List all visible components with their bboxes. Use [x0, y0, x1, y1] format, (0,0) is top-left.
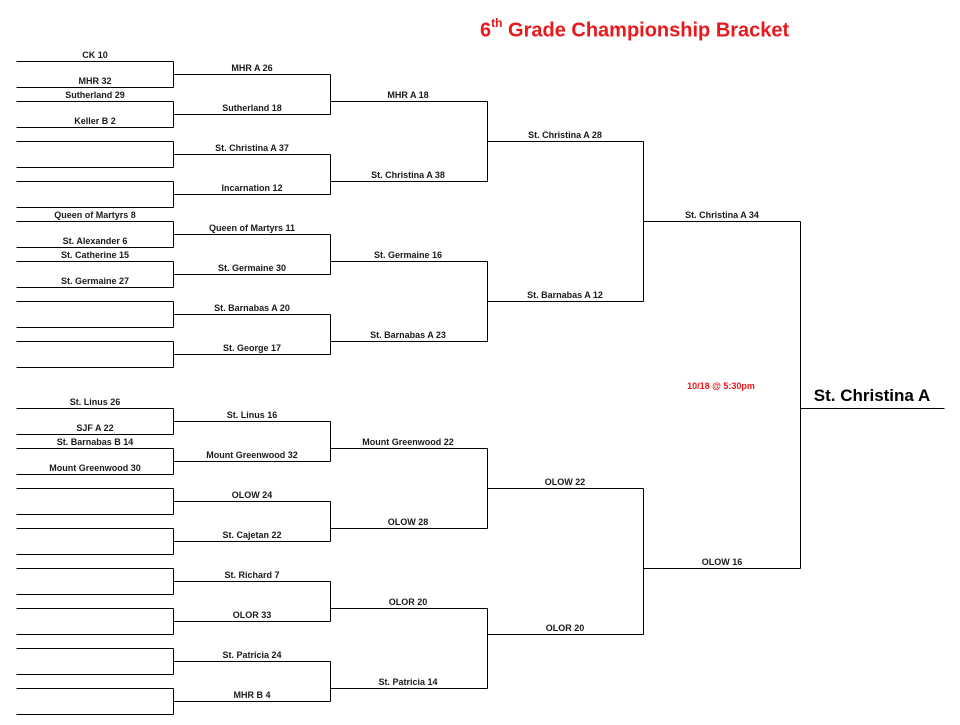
round3-team-label: St. Patricia 14	[378, 677, 438, 687]
round5-team-label: St. Christina A 34	[685, 210, 759, 220]
round2-team-label: St. Linus 16	[226, 410, 278, 420]
round1-team-label: St. Alexander 6	[62, 236, 128, 246]
round2-team-label: St. Richard 7	[224, 570, 280, 580]
round3-team-label: St. Germaine 16	[373, 250, 443, 260]
championship-date: 10/18 @ 5:30pm	[687, 381, 755, 391]
round1-team-label: Sutherland 29	[65, 90, 125, 100]
round2-team-label: Mount Greenwood 32	[206, 450, 298, 460]
round2-team-label: OLOR 33	[232, 610, 272, 620]
round3-team-label: Mount Greenwood 22	[362, 437, 454, 447]
round1-team-label: MHR 32	[78, 76, 112, 86]
round1-team-label: St. Linus 26	[69, 397, 121, 407]
round3-team-label: OLOR 20	[388, 597, 428, 607]
round2-team-label: St. Patricia 24	[222, 650, 282, 660]
round2-team-label: St. Germaine 30	[217, 263, 287, 273]
round1-team-label: St. Barnabas B 14	[56, 437, 134, 447]
bracket-title: 6th Grade Championship Bracket	[480, 16, 790, 42]
round4-team-label: OLOR 20	[545, 623, 585, 633]
round2-team-label: St. Christina A 37	[215, 143, 289, 153]
round3-team-label: St. Christina A 38	[371, 170, 445, 180]
round2-team-label: MHR A 26	[231, 63, 273, 73]
round2-team-label: Sutherland 18	[222, 103, 282, 113]
round1-team-label: CK 10	[82, 50, 108, 60]
round1-team-label: Queen of Martyrs 8	[54, 210, 136, 220]
round3-team-label: St. Barnabas A 23	[370, 330, 446, 340]
round1-team-label: Keller B 2	[74, 116, 116, 126]
round2-team-label: St. George 17	[222, 343, 282, 353]
round1-team-label: SJF A 22	[76, 423, 114, 433]
round3-team-label: OLOW 28	[387, 517, 429, 527]
round1-team-label: Mount Greenwood 30	[49, 463, 141, 473]
round4-team-label: St. Barnabas A 12	[527, 290, 603, 300]
round2-team-label: St. Cajetan 22	[222, 530, 282, 540]
round5-team-label: OLOW 16	[701, 557, 743, 567]
round2-team-label: MHR B 4	[233, 690, 271, 700]
champion-name: St. Christina A	[813, 386, 931, 405]
round4-team-label: St. Christina A 28	[528, 130, 602, 140]
round2-team-label: St. Barnabas A 20	[214, 303, 290, 313]
round3-team-label: MHR A 18	[387, 90, 429, 100]
round1-team-label: St. Germaine 27	[60, 276, 130, 286]
round4-team-label: OLOW 22	[544, 477, 586, 487]
round2-team-label: Queen of Martyrs 11	[208, 223, 296, 233]
round2-team-label: OLOW 24	[231, 490, 273, 500]
round1-team-label: St. Catherine 15	[60, 250, 130, 260]
round2-team-label: Incarnation 12	[221, 183, 283, 193]
